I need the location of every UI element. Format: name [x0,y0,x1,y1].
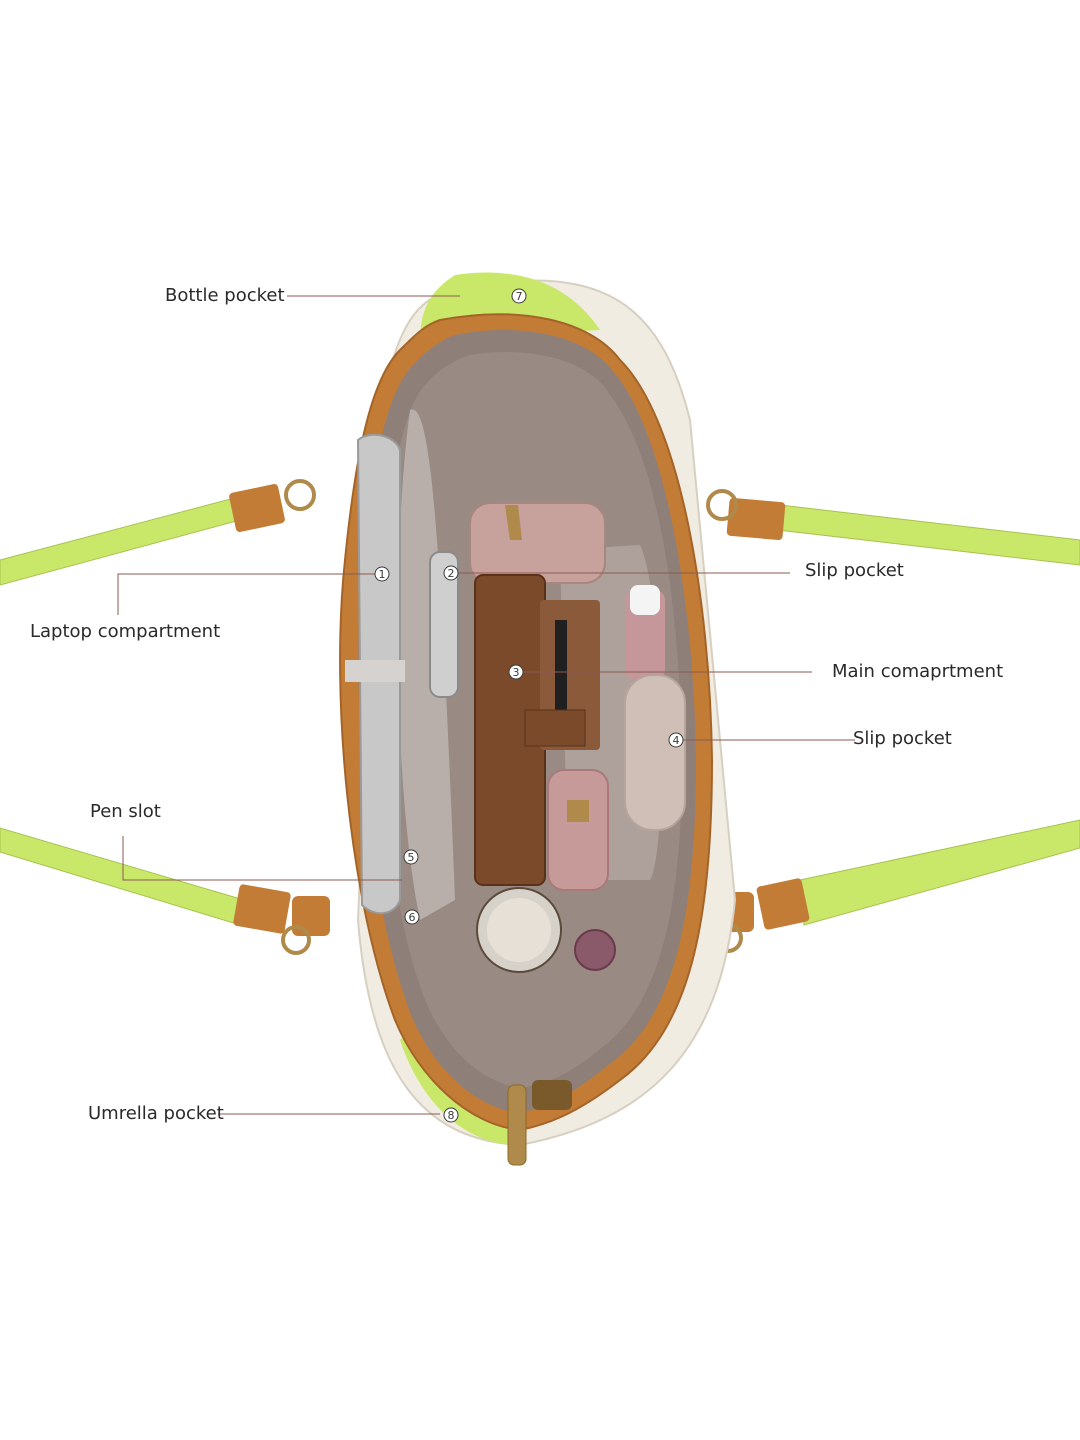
leader-laptop-compartment [117,573,375,615]
leader-lines [117,295,855,1115]
marker-5-number: 5 [408,851,415,864]
label-umbrella-pocket: Umrella pocket [88,1103,224,1124]
label-slip-pocket-side: Slip pocket [853,728,952,749]
label-laptop-compartment: Laptop compartment [30,621,221,642]
label-bottle-pocket: Bottle pocket [165,285,285,306]
label-slip-pocket-top: Slip pocket [805,560,904,581]
marker-7: 7 [511,288,527,304]
diary-item [474,574,600,886]
pouch-item [469,502,606,584]
marker-1: 1 [374,566,390,582]
marker-3-number: 3 [513,666,520,679]
right-top-strap [706,489,1080,566]
marker-8-number: 8 [448,1109,455,1122]
laptop-item [345,433,405,915]
leader-pen-slot [122,836,402,881]
label-main-compartment: Main comaprtment [832,661,1004,682]
left-top-strap [0,479,316,586]
marker-6-number: 6 [409,911,416,924]
bottle-item [625,585,665,680]
perfume-item [547,769,609,891]
marker-7-number: 7 [516,290,523,303]
marker-5: 5 [403,849,419,865]
marker-8: 8 [443,1107,459,1123]
marker-3: 3 [508,664,524,680]
lipstick-item [574,929,616,971]
marker-2: 2 [443,565,459,581]
phone-item [429,551,459,698]
cream-case-item [624,674,686,831]
right-bottom-strap [713,819,1080,953]
marker-2-number: 2 [448,567,455,580]
marker-1-number: 1 [379,568,386,581]
jar-item [476,887,562,973]
left-bottom-strap [0,827,330,955]
zipper-pull [507,1080,572,1166]
marker-6: 6 [404,909,420,925]
marker-4: 4 [668,732,684,748]
marker-4-number: 4 [673,734,680,747]
label-pen-slot: Pen slot [90,801,161,822]
